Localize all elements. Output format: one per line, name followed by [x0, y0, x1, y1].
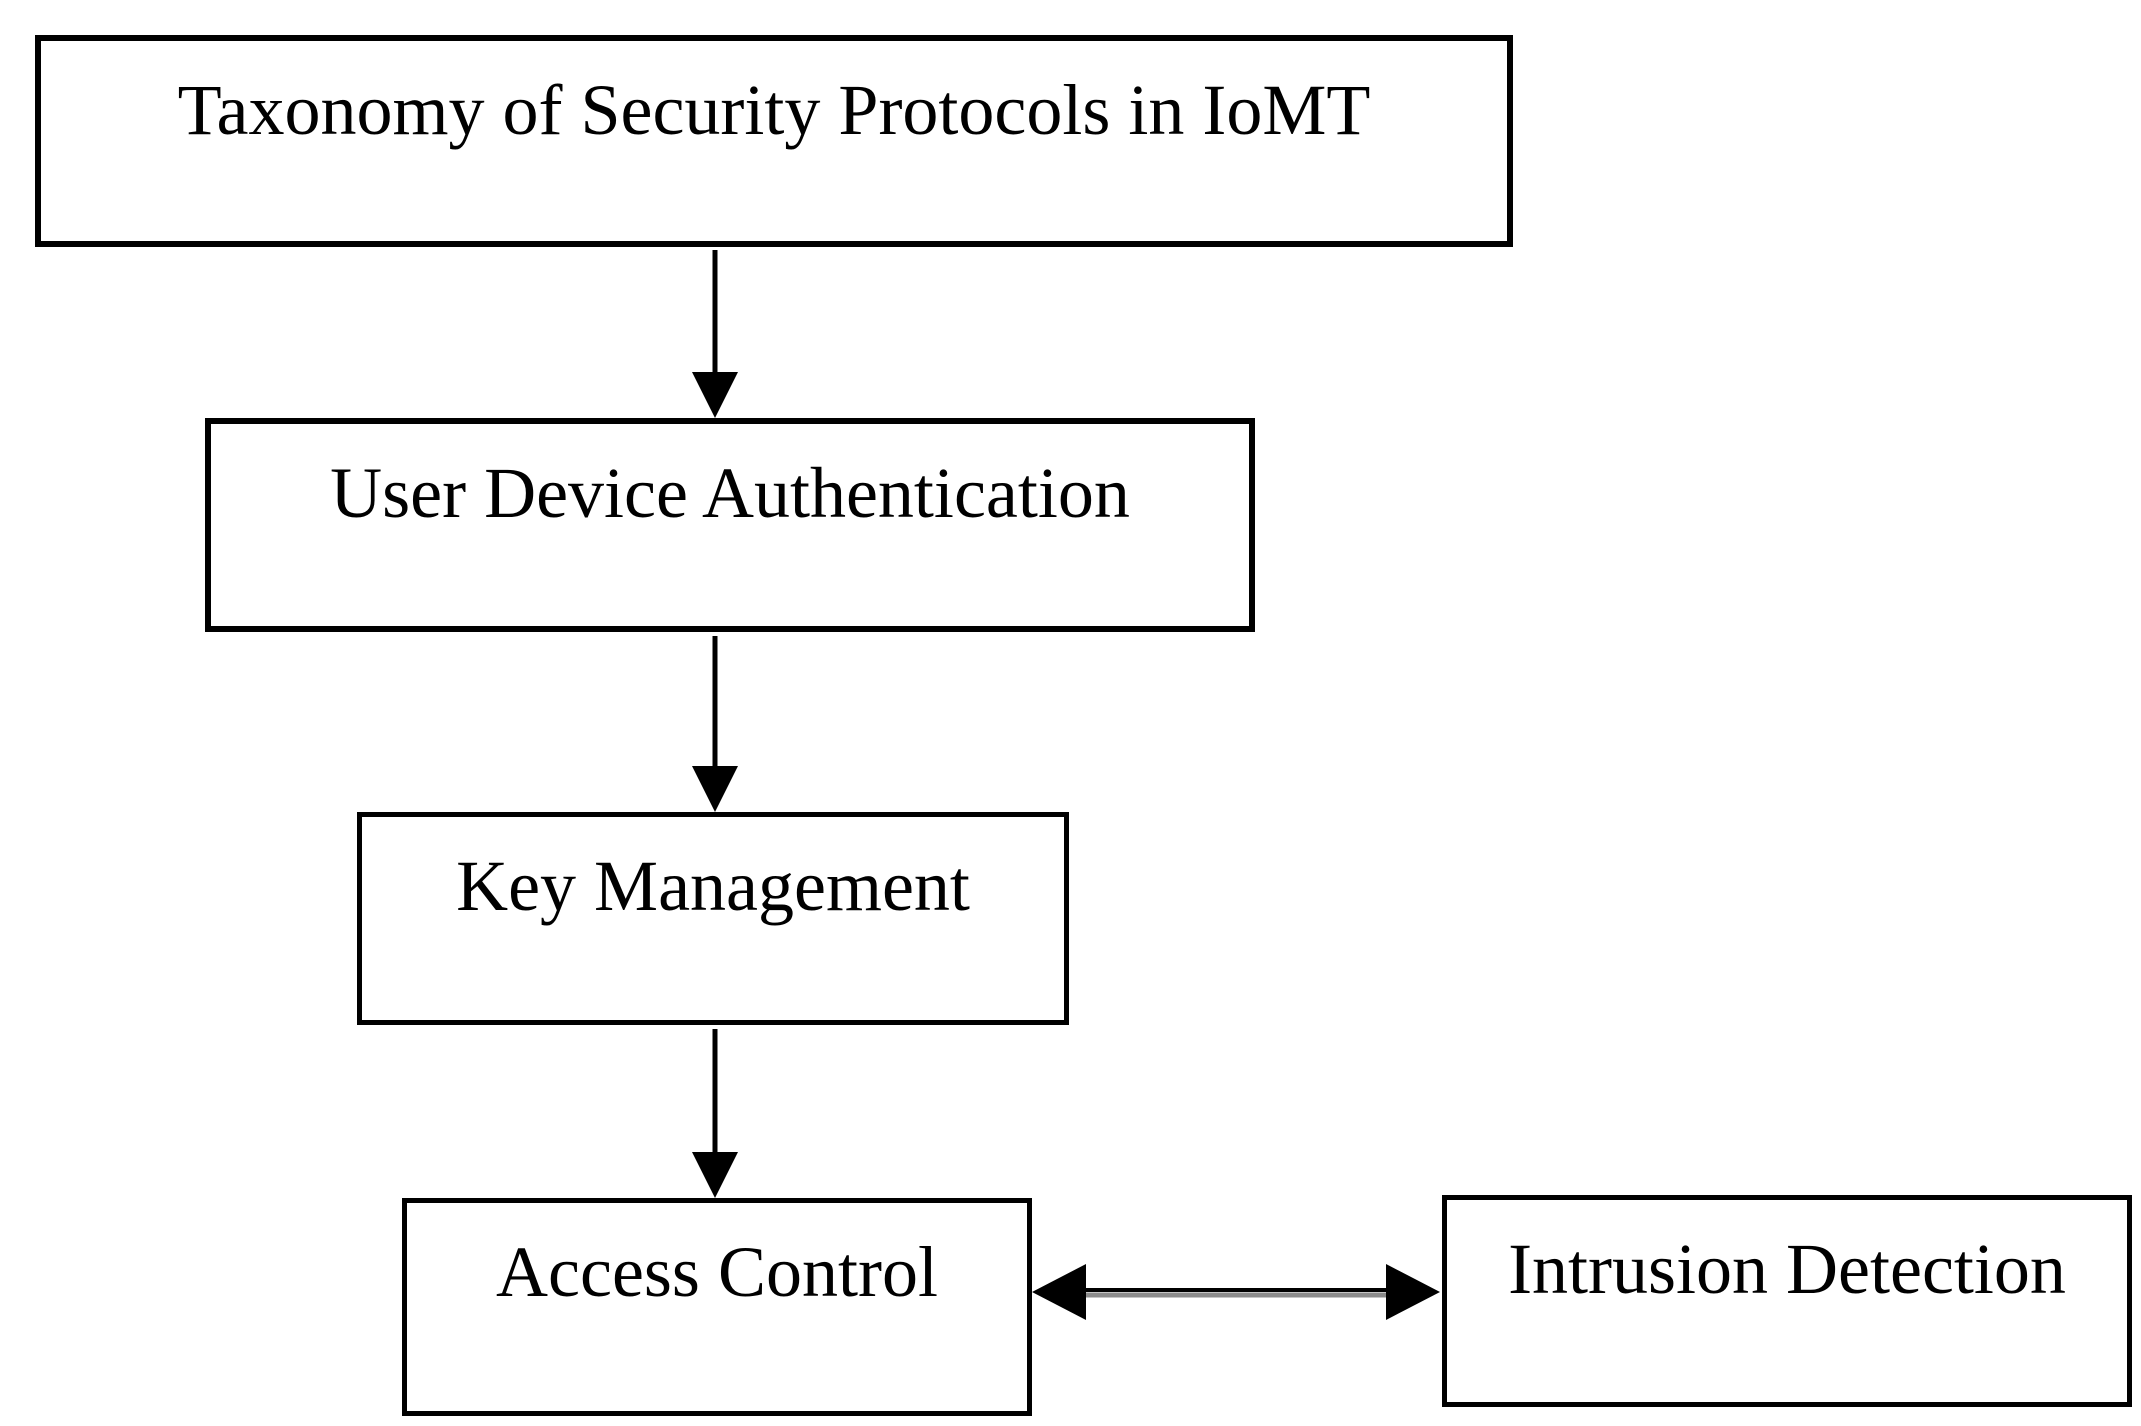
arrowhead-left-icon — [1032, 1264, 1086, 1320]
arrowhead-down-icon — [692, 1152, 738, 1198]
arrow-access-intrusion-bidirectional — [1032, 1264, 1440, 1320]
node-access-control: Access Control — [402, 1198, 1032, 1416]
arrow-auth-to-key — [692, 636, 738, 812]
node-label: Key Management — [456, 846, 970, 926]
arrowhead-down-icon — [692, 372, 738, 418]
arrow-taxonomy-to-auth — [692, 250, 738, 418]
arrow-key-to-access — [692, 1029, 738, 1198]
node-label: Taxonomy of Security Protocols in IoMT — [177, 70, 1371, 150]
node-label: Intrusion Detection — [1508, 1229, 2066, 1309]
node-user-device-authentication: User Device Authentication — [205, 418, 1255, 632]
node-label: Access Control — [496, 1232, 938, 1312]
arrowhead-down-icon — [692, 766, 738, 812]
node-intrusion-detection: Intrusion Detection — [1442, 1195, 2132, 1407]
arrowhead-right-icon — [1386, 1264, 1440, 1320]
node-key-management: Key Management — [357, 812, 1069, 1025]
node-taxonomy-of-security-protocols: Taxonomy of Security Protocols in IoMT — [35, 35, 1513, 247]
node-label: User Device Authentication — [330, 453, 1130, 533]
